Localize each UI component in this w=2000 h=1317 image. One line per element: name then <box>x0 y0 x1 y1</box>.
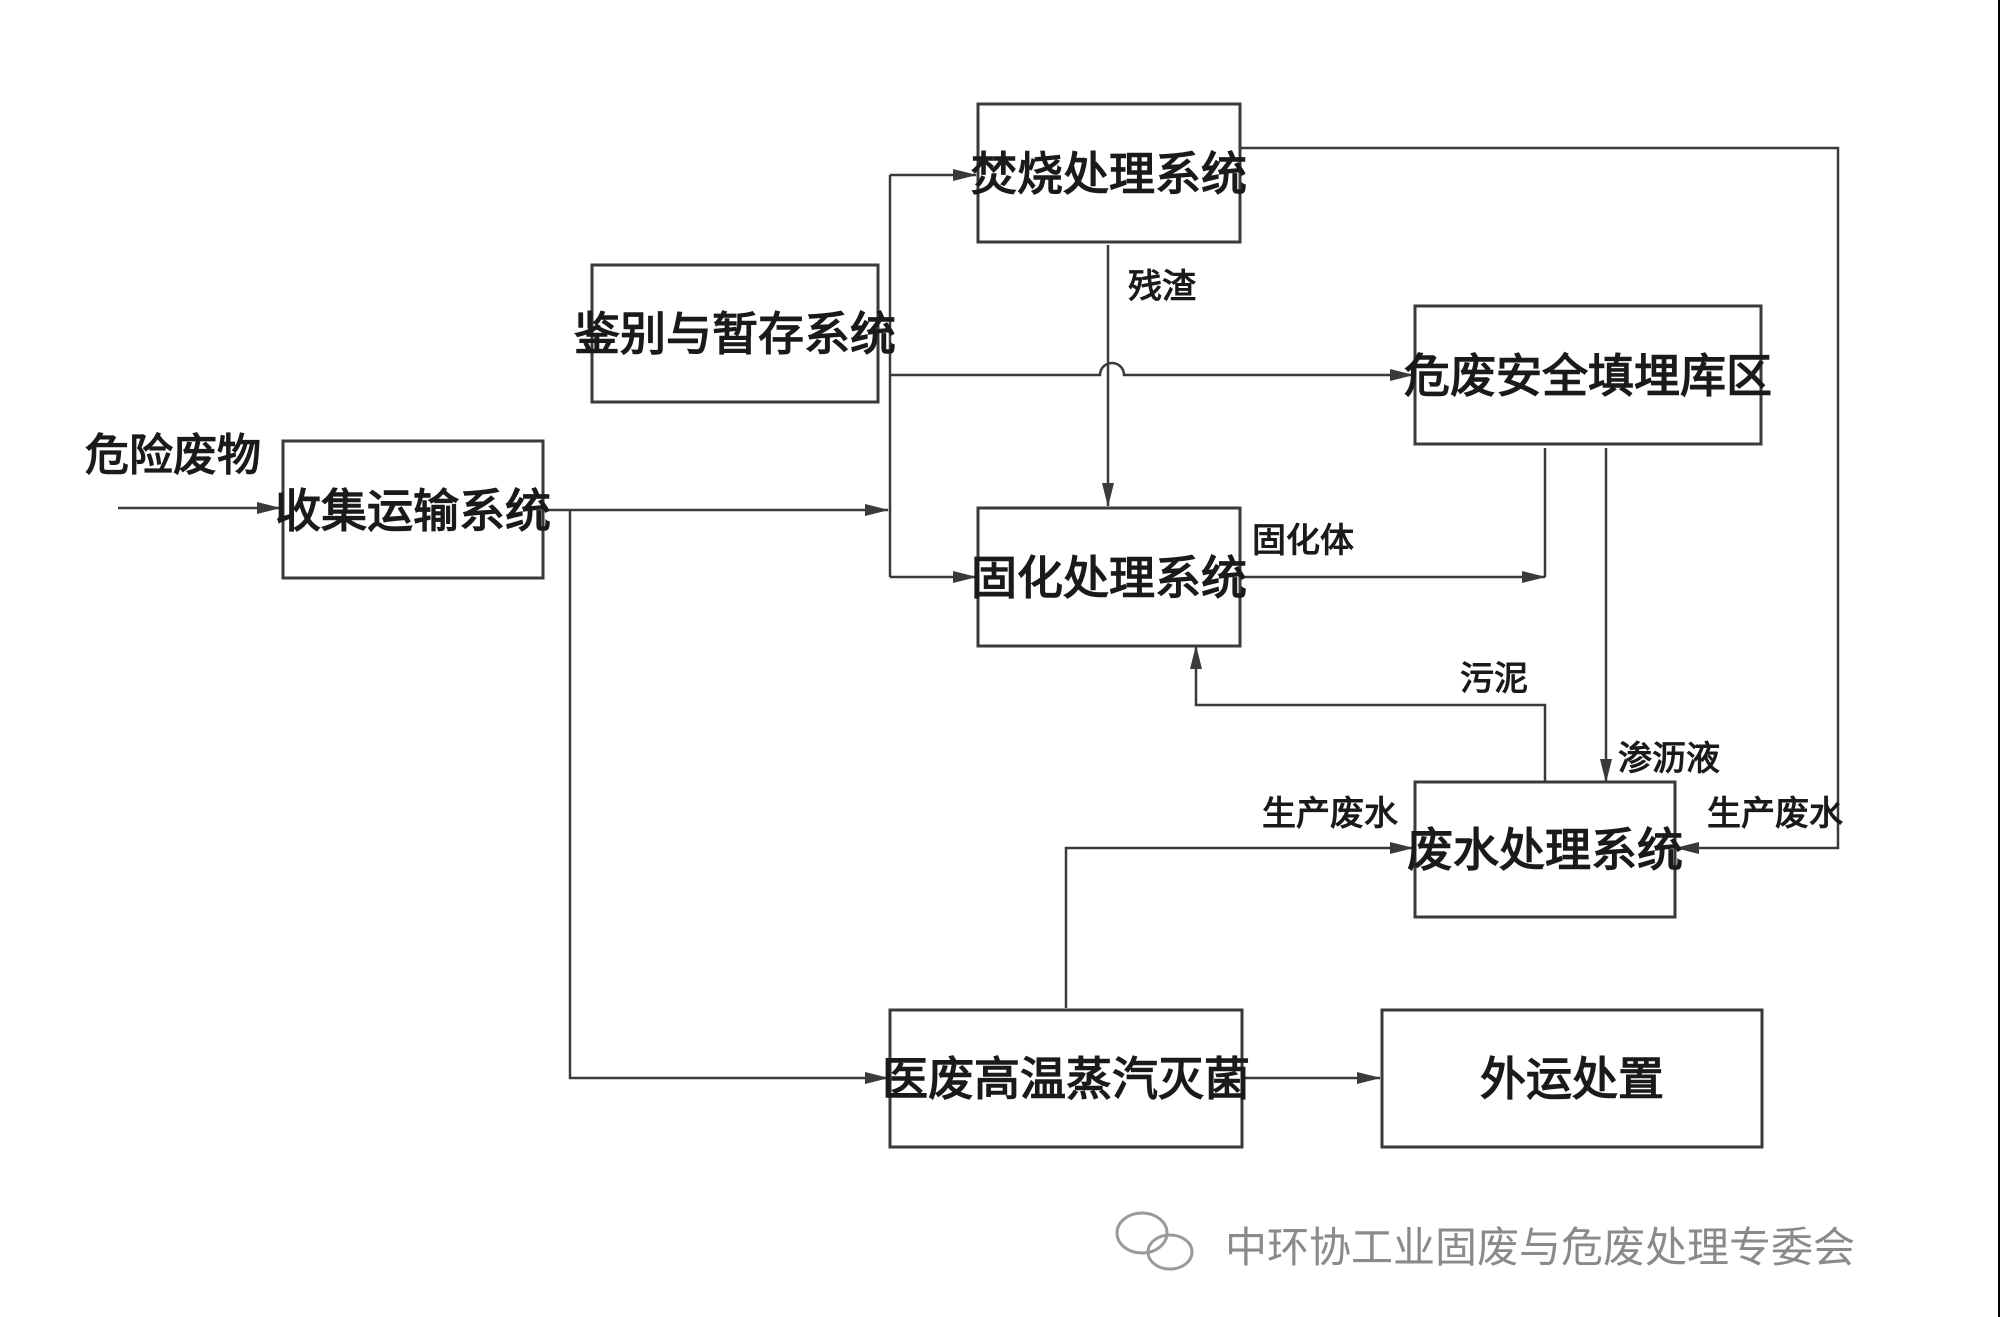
edge-label-prod-water-right: 生产废水 <box>1707 794 1844 834</box>
edge-label-prod-water-left: 生产废水 <box>1262 794 1399 834</box>
node-landfill-label: 危废安全填埋库区 <box>1404 349 1772 403</box>
node-steam: 医废高温蒸汽灭菌 <box>882 1008 1250 1149</box>
node-solidify-label: 固化处理系统 <box>971 551 1247 605</box>
node-identify: 鉴别与暂存系统 <box>574 263 896 404</box>
edge-identify-to-landfill <box>890 361 1414 381</box>
right-edge-strip <box>1998 0 2000 1317</box>
node-incinerate-label: 焚烧处理系统 <box>971 147 1247 201</box>
node-landfill: 危废安全填埋库区 <box>1404 304 1772 446</box>
edge-label-sludge: 污泥 <box>1460 659 1528 699</box>
node-wastewater: 废水处理系统 <box>1407 780 1683 919</box>
node-identify-label: 鉴别与暂存系统 <box>574 307 896 361</box>
node-external-label: 外运处置 <box>1480 1052 1664 1106</box>
edge-steam-to-wastewater <box>1064 842 1414 1008</box>
wechat-icon <box>1115 1211 1194 1271</box>
node-external: 外运处置 <box>1380 1008 1764 1149</box>
node-collect: 收集运输系统 <box>275 439 551 580</box>
edge-label-residue: 残渣 <box>1128 267 1197 307</box>
watermark-text: 中环协工业固废与危废处理专委会 <box>1225 1223 1855 1272</box>
input-label: 危险废物 <box>85 430 261 481</box>
node-wastewater-label: 废水处理系统 <box>1407 823 1683 877</box>
node-steam-label: 医废高温蒸汽灭菌 <box>882 1052 1250 1106</box>
edge-sludge <box>1190 645 1547 782</box>
node-incinerate: 焚烧处理系统 <box>971 102 1247 244</box>
watermark: 中环协工业固废与危废处理专委会 <box>1115 1211 1855 1272</box>
node-solidify: 固化处理系统 <box>971 506 1247 648</box>
node-collect-label: 收集运输系统 <box>275 484 551 538</box>
edge-collect-to-steam <box>568 510 889 1084</box>
edge-label-solid-body: 固化体 <box>1252 521 1354 561</box>
edge-incinerate-to-wastewater <box>1240 146 1840 854</box>
edge-label-leachate: 渗沥液 <box>1618 739 1720 779</box>
